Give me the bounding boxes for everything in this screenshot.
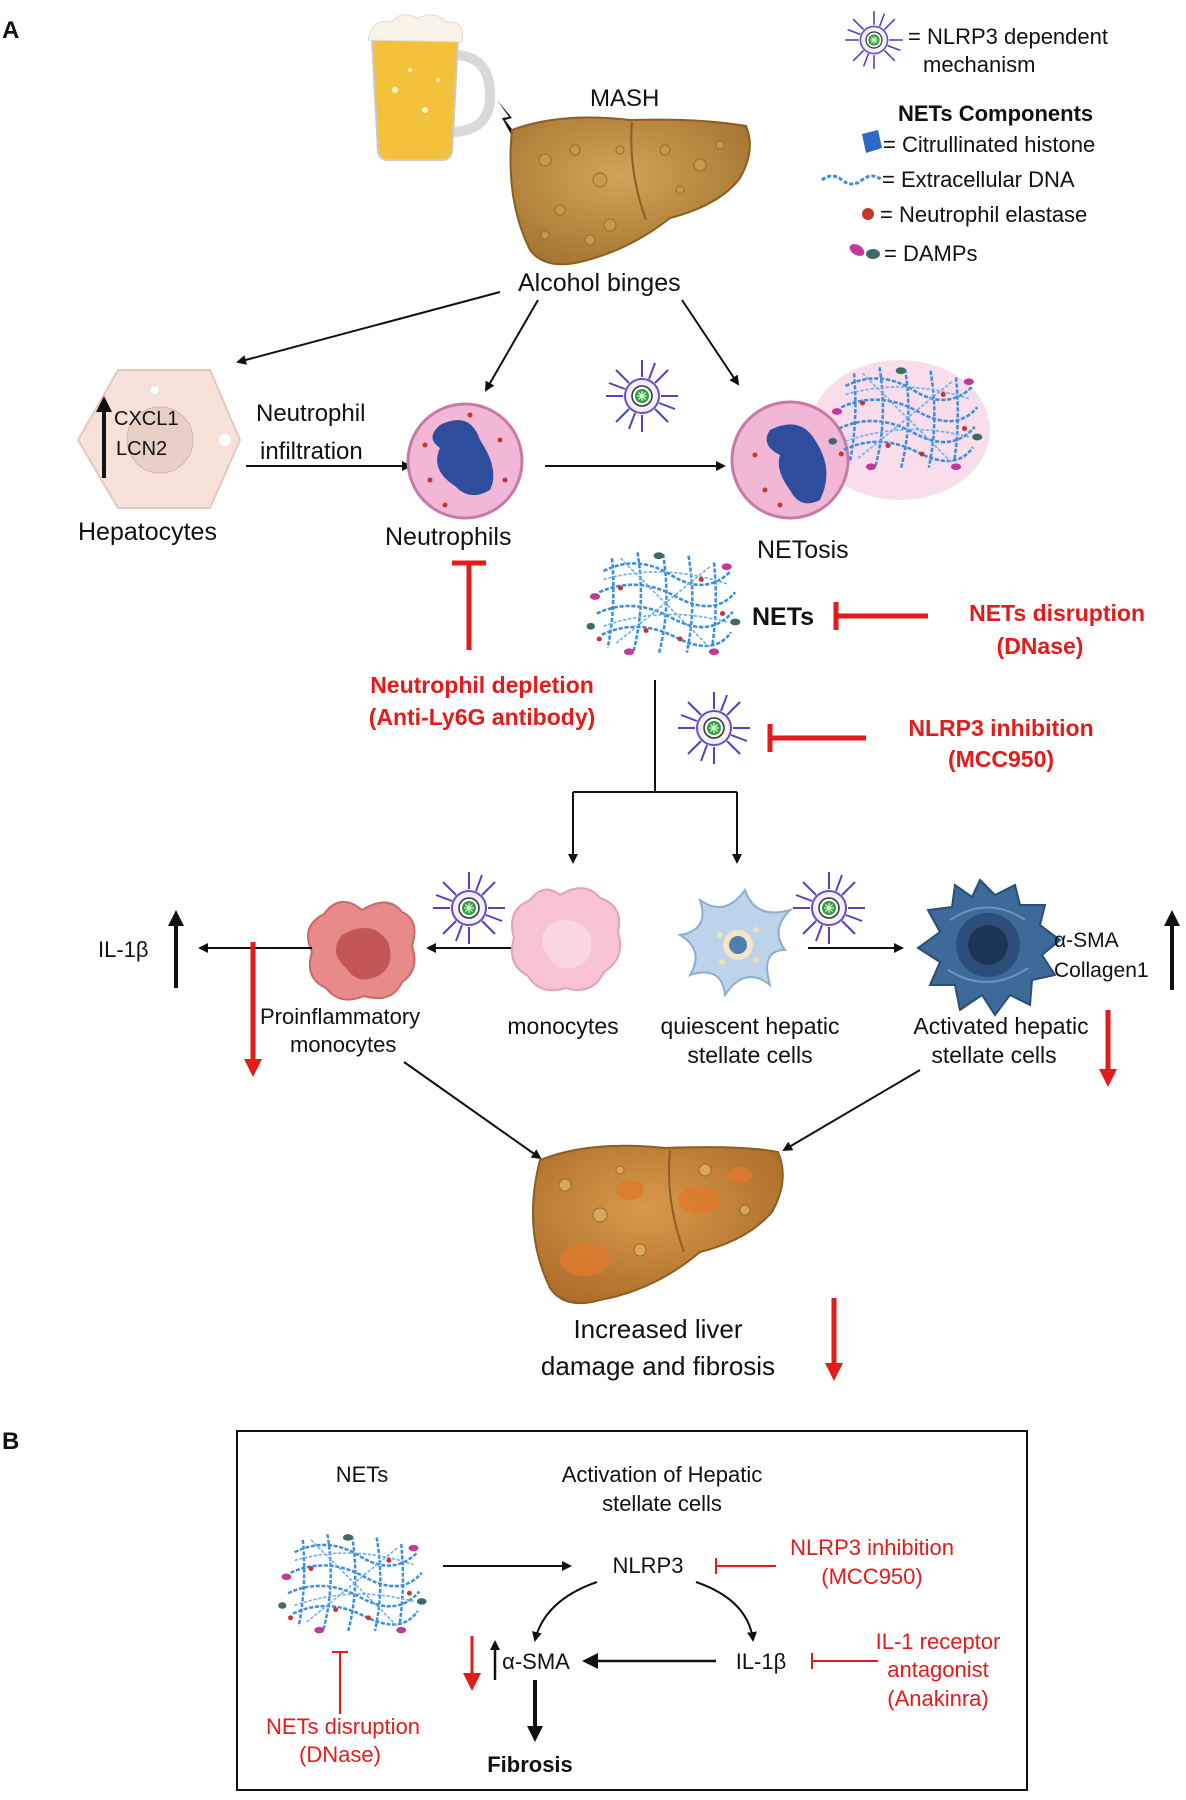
proinflammatory-label-line1: Proinflammatory: [260, 1004, 420, 1029]
infiltration-label-line1: Neutrophil: [256, 400, 365, 427]
monocytes-label: monocytes: [507, 1013, 618, 1039]
cxcl1-label: CXCL1: [114, 408, 178, 430]
panel-b-il1b: IL-1β: [736, 1649, 787, 1674]
lcn2-label: LCN2: [116, 438, 167, 460]
panel-a-label: A: [2, 17, 19, 44]
panel-b-label: B: [2, 1428, 19, 1455]
legend-title: NETs Components: [898, 101, 1093, 126]
panel-b-il1-antagonist-line3: (Anakinra): [887, 1686, 988, 1711]
legend-nlrp3-line1: = NLRP3 dependent: [908, 24, 1108, 49]
dna-icon: [821, 174, 883, 186]
legend-elastase: = Neutrophil elastase: [880, 202, 1087, 227]
damp-icon-2: [866, 249, 880, 259]
hepatocytes-label: Hepatocytes: [78, 518, 217, 546]
panel-b-il1-antagonist-line1: IL-1 receptor: [876, 1629, 1001, 1654]
arrow-binges-to-neutrophils: [484, 299, 539, 392]
nets-label: NETs: [752, 603, 814, 631]
netosis-label: NETosis: [757, 536, 849, 564]
panel-b-asma: α-SMA: [502, 1649, 570, 1674]
arrow-activated-to-liver: [782, 1069, 921, 1152]
histone-icon: [862, 130, 882, 153]
arrow-binges-to-hepatocytes: [236, 291, 501, 365]
nets-icon: [585, 551, 742, 657]
panel-b-title-line2: stellate cells: [602, 1491, 722, 1516]
collagen-label: Collagen1: [1054, 959, 1149, 982]
arrow-nlrp3-to-asma: [532, 1581, 598, 1642]
nets-disruption-label-line2: (DNase): [997, 633, 1084, 659]
activated-stellate-cell-icon: [916, 878, 1062, 1017]
panel-b-il1-antagonist-line2: antagonist: [887, 1657, 989, 1682]
panel-b-nets-disruption-line1: NETs disruption: [266, 1714, 420, 1739]
panel-b-nlrp3-inhibition-line2: (MCC950): [821, 1564, 922, 1589]
hepatocyte-icon: [76, 369, 242, 509]
beer-mug-icon: [367, 14, 496, 161]
asma-label: α-SMA: [1054, 929, 1119, 952]
legend-histone: = Citrullinated histone: [883, 132, 1095, 157]
panel-b-nets-disruption-line2: (DNase): [299, 1742, 381, 1767]
panel-b-title-line1: Activation of Hepatic: [562, 1462, 763, 1487]
nlrp3-inflammasome-icon-1: [605, 359, 679, 433]
quiescent-stellate-cell-icon: [677, 887, 794, 998]
nlrp3-inhibition-label-line2: (MCC950): [948, 746, 1054, 772]
fibrotic-liver-icon: [531, 1144, 784, 1304]
legend-dna: = Extracellular DNA: [882, 167, 1075, 192]
activated-label-line2: stellate cells: [931, 1042, 1056, 1068]
legend-nlrp3-line2: mechanism: [923, 52, 1035, 77]
neutrophil-icon: [406, 402, 524, 520]
il1b-label: IL-1β: [98, 937, 149, 962]
branch-connector: [568, 680, 742, 864]
panel-b-nets-label: NETs: [336, 1462, 389, 1487]
netosis-icon: [730, 360, 990, 520]
arrow-binges-to-netosis: [681, 299, 740, 386]
nets-disruption-label-line1: NETs disruption: [969, 600, 1145, 626]
quiescent-label-line1: quiescent hepatic: [660, 1013, 839, 1039]
proinflammatory-monocyte-icon: [307, 901, 416, 1001]
panel-b-nlrp3: NLRP3: [613, 1553, 684, 1578]
arrow-nlrp3-to-il1b: [695, 1581, 757, 1642]
mash-label: MASH: [590, 85, 659, 112]
monocyte-icon: [510, 887, 622, 992]
arrow-proinflammatory-to-liver: [403, 1061, 542, 1160]
quiescent-label-line2: stellate cells: [687, 1042, 812, 1068]
alcohol-binges-label: Alcohol binges: [518, 269, 681, 297]
legend-damps: = DAMPs: [884, 241, 978, 266]
mash-liver-icon: [509, 116, 751, 266]
proinflammatory-label-line2: monocytes: [290, 1032, 396, 1057]
activated-label-line1: Activated hepatic: [913, 1013, 1088, 1039]
legend: = NLRP3 dependent mechanism NETs Compone…: [821, 10, 1108, 266]
outcome-label-line2: damage and fibrosis: [541, 1351, 775, 1381]
nlrp3-inflammasome-icon-2: [677, 691, 751, 765]
panel-b-nlrp3-inhibition-line1: NLRP3 inhibition: [790, 1535, 954, 1560]
neutrophil-depletion-label-line2: (Anti-Ly6G antibody): [369, 704, 596, 730]
nlrp3-inhibition-label-line1: NLRP3 inhibition: [908, 715, 1093, 741]
panel-b-box: [236, 1430, 1028, 1791]
panel-b-fibrosis: Fibrosis: [487, 1752, 573, 1777]
legend-inflammasome-icon: [844, 10, 904, 70]
damp-icon-1: [849, 244, 865, 256]
nlrp3-inflammasome-icon-4: [792, 871, 866, 945]
infiltration-label-line2: infiltration: [260, 438, 363, 465]
panel-b-nets-icon: [276, 1532, 428, 1635]
neutrophils-label: Neutrophils: [385, 523, 511, 551]
neutrophil-depletion-label-line1: Neutrophil depletion: [370, 672, 594, 698]
elastase-icon: [862, 208, 874, 220]
nlrp3-inflammasome-icon-3: [432, 871, 506, 945]
outcome-label-line1: Increased liver: [573, 1314, 742, 1344]
